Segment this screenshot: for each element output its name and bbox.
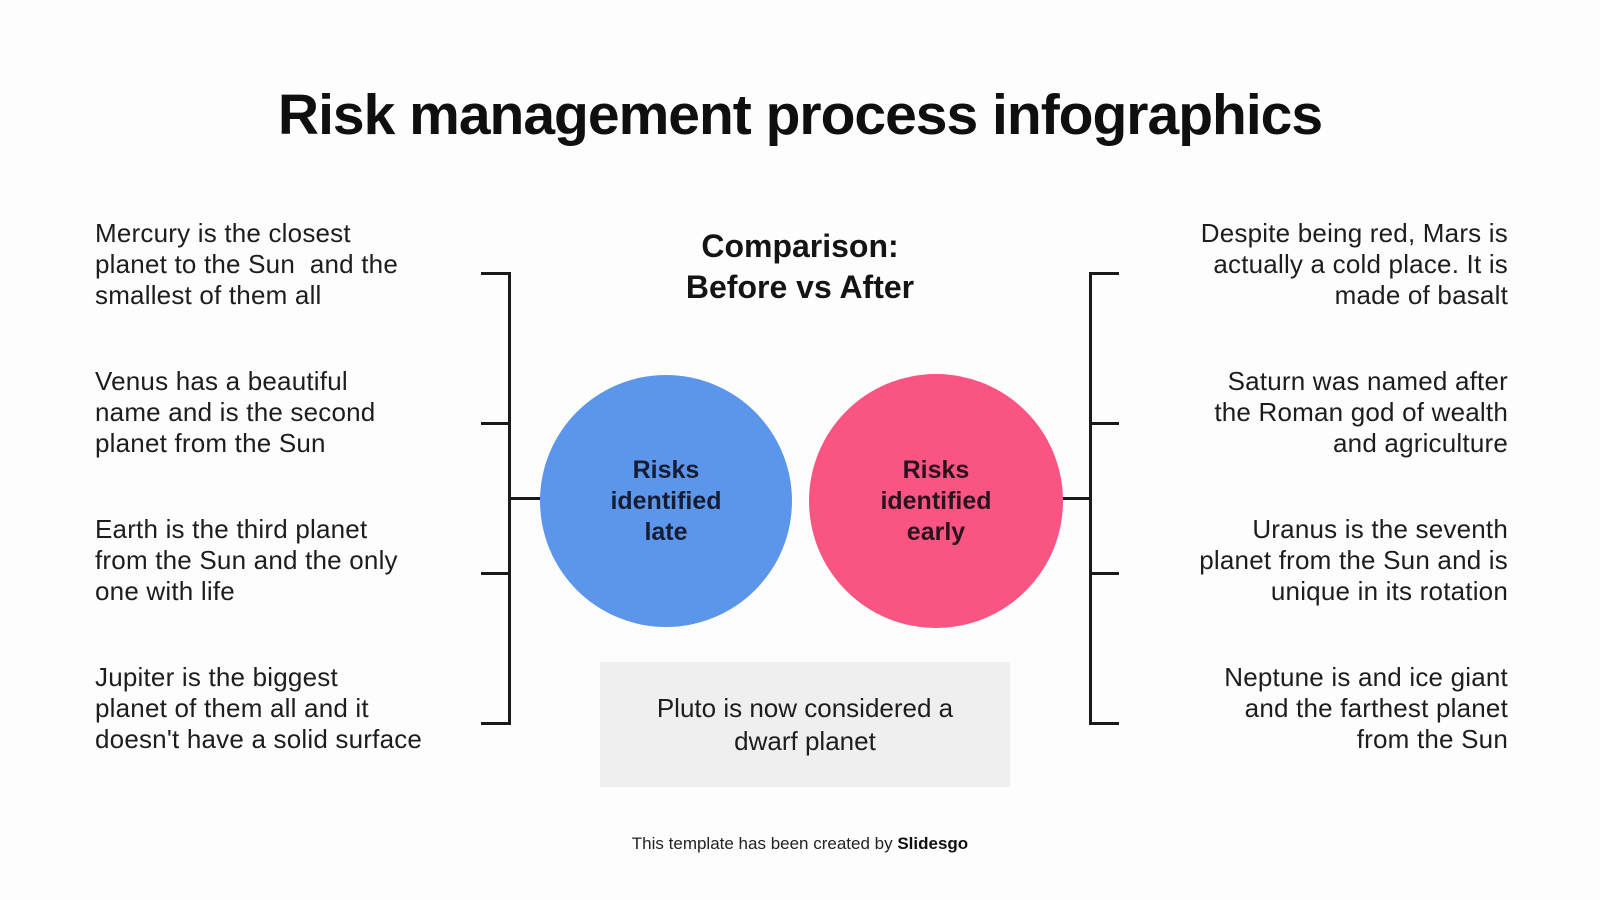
right-item-saturn: Saturn was named after the Roman god of … [1214,366,1508,458]
comparison-heading: Comparison: Before vs After [685,228,915,305]
note-box: Pluto is now considered a dwarf planet [600,662,1010,787]
right-bracket-tick-4 [1091,722,1119,725]
right-bracket-tick-1 [1091,272,1119,275]
left-item-jupiter: Jupiter is the biggest planet of them al… [95,662,423,754]
right-item-uranus: Uranus is the seventh planet from the Su… [1199,514,1508,606]
right-bracket-tick-2 [1091,422,1119,425]
left-bracket-tick-2 [481,422,509,425]
right-bracket-line [1089,272,1092,725]
circle-risks-early-label: Risks identified early [880,455,992,546]
right-bracket-tick-3 [1091,572,1119,575]
left-item-venus: Venus has a beautiful name and is the se… [95,366,376,458]
note-text: Pluto is now considered a dwarf planet [656,692,954,756]
right-circle-connector [1056,497,1090,500]
left-item-earth: Earth is the third planet from the Sun a… [95,514,398,606]
right-item-mars: Despite being red, Mars is actually a co… [1200,218,1508,310]
right-item-neptune: Neptune is and ice giant and the farthes… [1224,662,1508,754]
footer-brand: Slidesgo [897,834,969,853]
circle-risks-late: Risks identified late [540,375,792,627]
footer: This template has been created by Slides… [0,834,1600,854]
left-bracket-tick-3 [481,572,509,575]
left-item-mercury: Mercury is the closest planet to the Sun… [95,218,398,310]
footer-text: This template has been created by [631,834,898,853]
left-circle-connector [508,497,542,500]
left-bracket-tick-4 [481,722,509,725]
slide-title: Risk management process infographics [277,83,1323,147]
left-bracket-tick-1 [481,272,509,275]
circle-risks-early: Risks identified early [809,374,1063,628]
circle-risks-late-label: Risks identified late [610,455,722,546]
